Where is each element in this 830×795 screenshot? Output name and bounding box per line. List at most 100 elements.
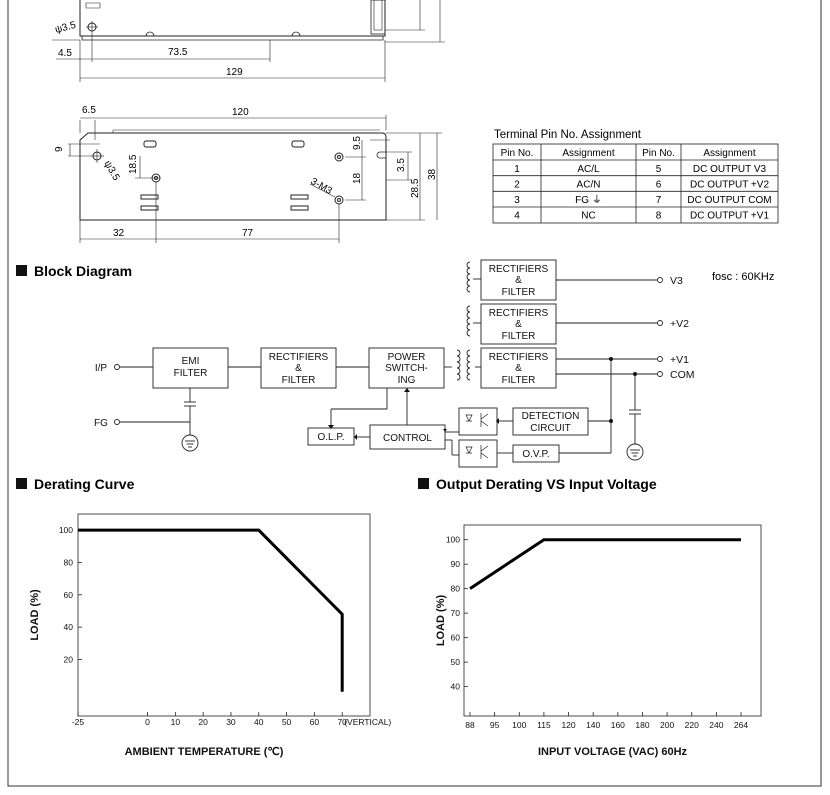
rectifiers-in-box [260,347,337,389]
optocoupler-2 [458,439,498,468]
output-derating-x-tick-label: 160 [611,720,625,730]
power-switching-box [368,347,445,389]
derating-y-tick-label: 20 [64,654,74,664]
output-derating-curve-line [469,538,741,590]
ip-label: I/P [95,363,108,374]
pin-table-cell: DC OUTPUT +V1 [690,211,769,222]
pin-table-cell: 1 [514,164,520,175]
output-derating-x-tick-label: 240 [709,720,723,730]
output-derating-y-tick-label: 60 [451,633,461,643]
output-derating-y-tick-label: 90 [451,559,461,569]
output-derating-x-tick-label: 95 [490,720,500,730]
dim-32: 32 [113,228,125,239]
derating-x-tick-label: 50 [282,717,292,727]
olp-label: O.L.P. [317,432,344,443]
output-derating-x-tick-label: 220 [685,720,699,730]
rect-v1-label-2: & [515,363,522,374]
pin-table-cell: 4 [514,211,520,222]
derating-vertical-annotation: (VERTICAL) [344,717,391,727]
output-v2-label: +V2 [670,318,689,330]
derating-y-tick-label: 60 [64,590,74,600]
derating-y-axis-label: LOAD (%) [29,589,41,641]
page-frame [7,0,822,787]
mechanical-drawing-side [68,115,442,243]
pin-table-cell: 3 [514,195,520,206]
dim-38: 38 [427,168,438,180]
output-derating-x-tick-label: 88 [465,720,475,730]
rect-v3-label-1: RECTIFIERS [489,264,549,275]
rectifiers-v1-box [480,347,557,389]
ovp-box [512,444,560,463]
pin-table-cell: 2 [514,180,520,191]
dim-9: 9 [54,146,65,152]
output-derating-x-axis-label: INPUT VOLTAGE (VAC) 60Hz [538,746,688,758]
output-derating-x-tick-label: 140 [586,720,600,730]
derating-heading-square [16,478,27,489]
rect-v2-label-2: & [515,319,522,330]
pin-table-cell: NC [581,211,595,222]
derating-heading: Derating Curve [34,476,135,492]
dim-9-5: 9.5 [352,136,363,150]
pin-table-header: Assignment [703,148,755,159]
emi-filter-box [152,347,229,389]
derating-x-tick-label: 0 [145,717,150,727]
derating-plot-area [77,513,371,717]
dim-18: 18 [352,172,363,184]
pin-table-cell: FG ⏚ [575,194,602,206]
derating-y-tick-label: 80 [64,557,74,567]
derating-y-tick-label: 100 [59,525,73,535]
pin-table-cell: DC OUTPUT +V2 [690,180,769,191]
fosc-label: fosc : 60KHz [712,271,774,283]
pin-table-cell: AC/L [577,164,600,175]
output-derating-y-tick-label: 50 [451,657,461,667]
output-derating-x-tick-label: 180 [635,720,649,730]
derating-x-tick-label: 70 [337,717,347,727]
emi-label-1: EMI [182,356,200,367]
output-derating-y-tick-label: 80 [451,584,461,594]
pin-table-cell: 5 [656,164,662,175]
detection-box [512,407,589,436]
output-derating-heading: Output Derating VS Input Voltage [436,476,657,492]
dim-4-5: 4.5 [58,48,72,59]
output-derating-y-tick-label: 70 [451,608,461,618]
rect-v2-label-3: FILTER [502,331,536,342]
detection-label-1: DETECTION [522,411,580,422]
derating-x-tick-label: -25 [72,717,85,727]
detection-label-2: CIRCUIT [530,423,571,434]
derating-curve-line [78,528,344,692]
rect-in-label-3: FILTER [282,375,316,386]
power-sw-label-1: POWER [388,352,426,363]
derating-x-axis-label: AMBIENT TEMPERATURE (℃) [125,746,284,758]
pin-table-cell: 6 [656,180,662,191]
derating-x-tick-label: 40 [254,717,264,727]
rect-in-label-2: & [295,363,302,374]
fg-label: FG [94,418,108,429]
dim-77: 77 [242,228,254,239]
output-derating-x-tick-label: 100 [512,720,526,730]
dim-28-5: 28.5 [410,178,421,198]
output-derating-y-axis-label: LOAD (%) [435,595,447,647]
dim-hole-top: ψ3.5 [54,20,78,36]
pin-table-header: Pin No. [642,148,675,159]
derating-y-tick-label: 40 [64,622,74,632]
rect-in-label-1: RECTIFIERS [269,352,329,363]
dim-3-5: 3.5 [396,158,407,172]
block-diagram-heading-square [16,265,27,276]
pin-table-title: Terminal Pin No. Assignment [494,129,642,141]
power-sw-label-3: ING [398,375,416,386]
control-label: CONTROL [383,433,432,444]
dim-120: 120 [232,107,249,118]
rect-v1-label-3: FILTER [502,375,536,386]
output-derating-y-tick-label: 100 [446,535,460,545]
output-derating-x-tick-label: 200 [660,720,674,730]
pin-table-cell: DC OUTPUT COM [687,195,771,206]
emi-label-2: FILTER [174,368,208,379]
dim-73-5: 73.5 [168,47,188,58]
derating-x-tick-label: 30 [226,717,236,727]
output-derating-x-tick-label: 115 [537,720,551,730]
dim-129: 129 [226,67,243,78]
output-derating-y-tick-label: 40 [451,682,461,692]
